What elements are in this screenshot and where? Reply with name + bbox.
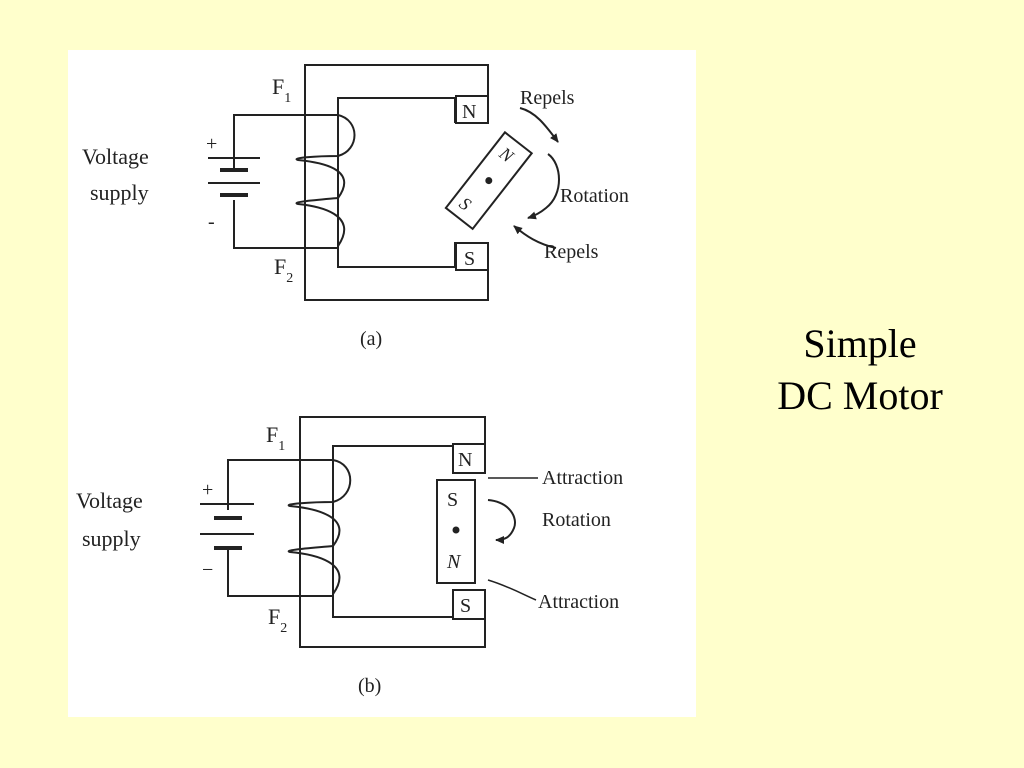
minus-label-b: −	[202, 559, 213, 581]
pole-shoe-bottom-a	[455, 242, 489, 271]
plus-label-a: +	[206, 133, 217, 155]
rotation-arrow-a	[527, 153, 560, 220]
f2-label-b: F2	[268, 604, 287, 636]
diagram-b	[200, 416, 538, 648]
supply-wire-top-b	[227, 459, 333, 510]
supply-label-b-line2: supply	[82, 526, 141, 551]
rotor-a	[444, 130, 534, 231]
caption-a: (a)	[360, 328, 382, 350]
motor-diagrams-svg: Voltage supply + - F1 F2 N S N S Repels …	[76, 64, 629, 697]
supply-label-a-line2: supply	[90, 180, 149, 205]
repels-bottom-label-a: Repels	[544, 241, 599, 263]
pole-shoe-bottom-b	[452, 589, 486, 620]
caption-b: (b)	[358, 675, 381, 697]
f2-label-a: F2	[274, 254, 293, 286]
repels-top-arrow-a	[519, 107, 559, 143]
rotor-axle-a	[485, 177, 493, 185]
repels-bottom-arrow-a	[513, 225, 557, 249]
slide-title: Simple DC Motor	[740, 318, 980, 422]
field-coil-b	[287, 459, 352, 595]
pole-n-label-b: N	[458, 449, 472, 471]
slide-title-line-1: Simple	[803, 321, 917, 366]
diagram-a-labels: Voltage supply + - F1 F2 N S N S Repels …	[82, 74, 629, 350]
field-coil-a	[295, 114, 356, 247]
rotation-label-b: Rotation	[542, 509, 611, 531]
diagram-a	[208, 64, 560, 301]
rotor-n-label-b: N	[446, 551, 462, 573]
attraction-top-label-b: Attraction	[542, 467, 623, 489]
supply-label-a-line1: Voltage	[82, 144, 149, 169]
supply-wire-bottom-a	[233, 200, 338, 249]
pole-s-label-b: S	[460, 595, 471, 617]
f1-label-a: F1	[272, 74, 291, 106]
slide-title-line-2: DC Motor	[777, 373, 943, 418]
attraction-bottom-label-b: Attraction	[538, 591, 619, 613]
pole-shoe-top-b	[452, 443, 486, 474]
rotor-s-label-b: S	[447, 489, 458, 511]
repels-top-label-a: Repels	[520, 87, 575, 109]
motor-figure-panel: Voltage supply + - F1 F2 N S N S Repels …	[68, 50, 696, 717]
f1-label-b: F1	[266, 422, 285, 454]
minus-label-a: -	[208, 211, 215, 233]
plus-label-b: +	[202, 479, 213, 501]
rotor-axle-b	[452, 526, 460, 534]
rotation-label-a: Rotation	[560, 185, 629, 207]
pole-shoe-top-a	[455, 95, 489, 124]
rotation-arrow-b	[487, 499, 516, 544]
pole-s-label-a: S	[464, 248, 475, 270]
attraction-bottom-line-b	[487, 579, 537, 601]
supply-label-b-line1: Voltage	[76, 488, 143, 513]
diagram-b-labels: Voltage supply + − F1 F2 N S S N Attract…	[76, 422, 623, 697]
supply-wire-bottom-b	[227, 550, 333, 597]
supply-wire-top-a	[233, 114, 338, 168]
pole-n-label-a: N	[462, 101, 476, 123]
